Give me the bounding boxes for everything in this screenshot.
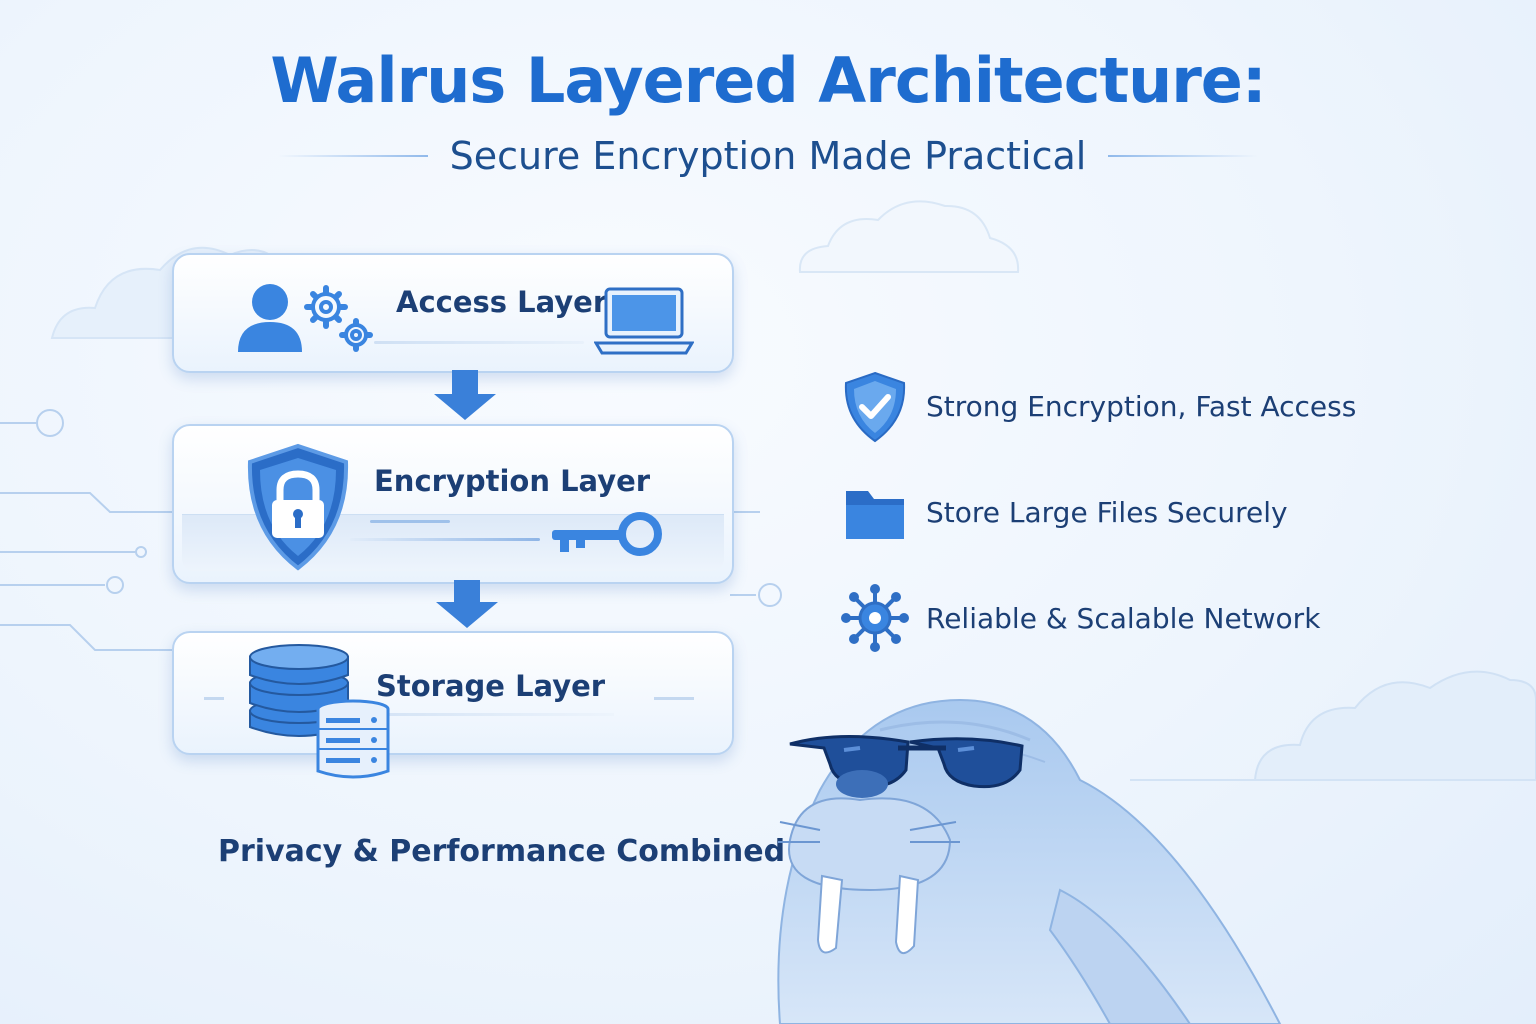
- encryption-layer-label: Encryption Layer: [374, 464, 651, 498]
- user-icon: [238, 284, 302, 352]
- storage-layer-box: Storage Layer: [172, 631, 734, 779]
- storage-side-line-right: [654, 697, 694, 700]
- arrow-down-1: [434, 370, 496, 420]
- storage-layer-label: Storage Layer: [376, 669, 606, 703]
- feature-text: Store Large Files Securely: [926, 495, 1288, 529]
- access-layer-label: Access Layer: [396, 285, 608, 319]
- circuit-lines: [0, 409, 782, 651]
- subtitle-divider-right: [1108, 155, 1259, 157]
- page-title: Walrus Layered Architecture:: [270, 44, 1266, 117]
- encryption-layer-box: Encryption Layer: [172, 424, 734, 584]
- shield-check-icon: [844, 371, 906, 443]
- cloud-top-right: [798, 200, 1020, 273]
- folder-icon: [846, 491, 904, 539]
- access-layer-underline: [374, 341, 584, 344]
- gear-icon: [304, 285, 373, 352]
- tagline: Privacy & Performance Combined: [218, 834, 786, 869]
- subtitle-row: Secure Encryption Made Practical: [0, 126, 1536, 186]
- feature-text: Strong Encryption, Fast Access: [926, 389, 1357, 423]
- storage-under-line: [374, 713, 614, 716]
- feature-item: Reliable & Scalable Network: [838, 578, 1320, 658]
- encryption-speed-line-2: [350, 538, 540, 541]
- feature-item: Store Large Files Securely: [838, 472, 1288, 552]
- feature-text: Reliable & Scalable Network: [926, 601, 1321, 635]
- laptop-icon: [594, 287, 694, 355]
- storage-side-line-left: [204, 697, 224, 700]
- shield-lock-icon: [247, 443, 349, 571]
- network-icon: [841, 584, 909, 652]
- feature-item: Strong Encryption, Fast Access: [838, 366, 1356, 446]
- key-icon: [552, 512, 662, 556]
- access-layer-box: Access Layer: [172, 253, 734, 373]
- arrow-down-2: [436, 580, 498, 628]
- page-subtitle: Secure Encryption Made Practical: [449, 134, 1087, 178]
- cloud-bottom-right: [1253, 670, 1536, 781]
- encryption-speed-line-1: [370, 520, 450, 523]
- server-icon: [316, 699, 390, 779]
- walrus-mascot: [777, 698, 1282, 1024]
- subtitle-divider-left: [277, 155, 428, 157]
